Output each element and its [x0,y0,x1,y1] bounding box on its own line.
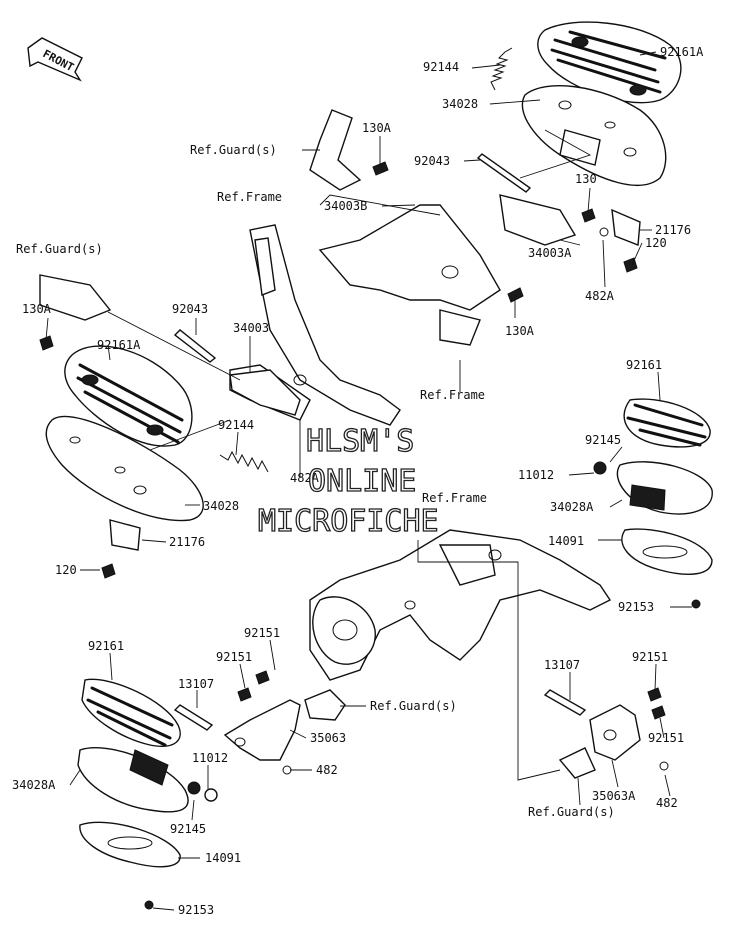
lower-left-footboard [77,678,218,910]
callout-120-top: 120 [645,236,667,250]
callout-92161-lower: 92161 [88,639,124,653]
callout-11012-right: 11012 [518,468,554,482]
callout-92161A-top: 92161A [660,45,704,59]
callout-130A-left: 130A [22,302,52,316]
callout-92151-c: 92151 [632,650,668,664]
callout-ref-frame-mid: Ref.Frame [420,388,485,402]
callout-ref-frame-top: Ref.Frame [217,190,282,204]
callout-34003: 34003 [233,321,269,335]
callout-34028A-lower: 34028A [12,778,56,792]
callout-92153-right: 92153 [618,600,654,614]
callout-34028-left: 34028 [203,499,239,513]
callout-92161A-left: 92161A [97,338,141,352]
callout-ref-guard-lower: Ref.Guard(s) [370,699,457,713]
front-arrow-icon: FRONT [27,37,83,82]
callout-35063: 35063 [310,731,346,745]
callout-120-left: 120 [55,563,77,577]
callout-130A-mid: 130A [505,324,535,338]
callout-13107-left: 13107 [178,677,214,691]
watermark-line-1: HLSM'S [306,424,414,459]
callout-482A-top: 482A [585,289,615,303]
callout-92145-lower: 92145 [170,822,206,836]
lower-right-bracket [543,687,669,779]
right-middle-footboard [593,398,713,609]
callout-14091-lower: 14091 [205,851,241,865]
callout-92151-b: 92151 [216,650,252,664]
callout-92151-d: 92151 [648,731,684,745]
callout-ref-guard-top: Ref.Guard(s) [190,143,277,157]
callout-ref-guard-right: Ref.Guard(s) [528,805,615,819]
callout-35063A: 35063A [592,789,636,803]
callout-34028A-right: 34028A [550,500,594,514]
callout-92161-right: 92161 [626,358,662,372]
callout-ref-guard-left: Ref.Guard(s) [16,242,103,256]
callout-92145-right: 92145 [585,433,621,447]
callout-482A-left: 482A [290,471,320,485]
callout-92144-top: 92144 [423,60,459,74]
callout-92144-left: 92144 [218,418,254,432]
callout-130A-top: 130A [362,121,392,135]
callout-13107-right: 13107 [544,658,580,672]
callout-34003B: 34003B [324,199,367,213]
upper-guard-ref [309,109,362,191]
lower-frame [309,529,612,681]
callout-ref-frame-low: Ref.Frame [422,491,487,505]
upper-right-footboard [372,21,682,303]
callout-34028-top: 34028 [442,97,478,111]
callout-labels: 92161A 92144 34028 130A Ref.Guard(s) 920… [12,45,704,917]
callout-92043-top: 92043 [414,154,450,168]
callout-130-top: 130 [575,172,597,186]
watermark-line-2: ONLINE [308,464,416,499]
callout-92043-left: 92043 [172,302,208,316]
leader-lines [45,51,692,911]
callout-11012-lower: 11012 [192,751,228,765]
callout-482-right: 482 [656,796,678,810]
left-guard-ref [39,274,112,321]
callout-21176-left: 21176 [169,535,205,549]
callout-34003A: 34003A [528,246,572,260]
callout-21176-top: 21176 [655,223,691,237]
callout-92151-a: 92151 [244,626,280,640]
left-upper-footboard [39,329,301,579]
callout-14091-right: 14091 [548,534,584,548]
callout-92153-lower: 92153 [178,903,214,917]
lower-left-bracket [223,670,346,775]
watermark: HLSM'S ONLINE MICROFICHE [257,423,439,539]
callout-482-lower: 482 [316,763,338,777]
watermark-line-3: MICROFICHE [258,504,439,539]
